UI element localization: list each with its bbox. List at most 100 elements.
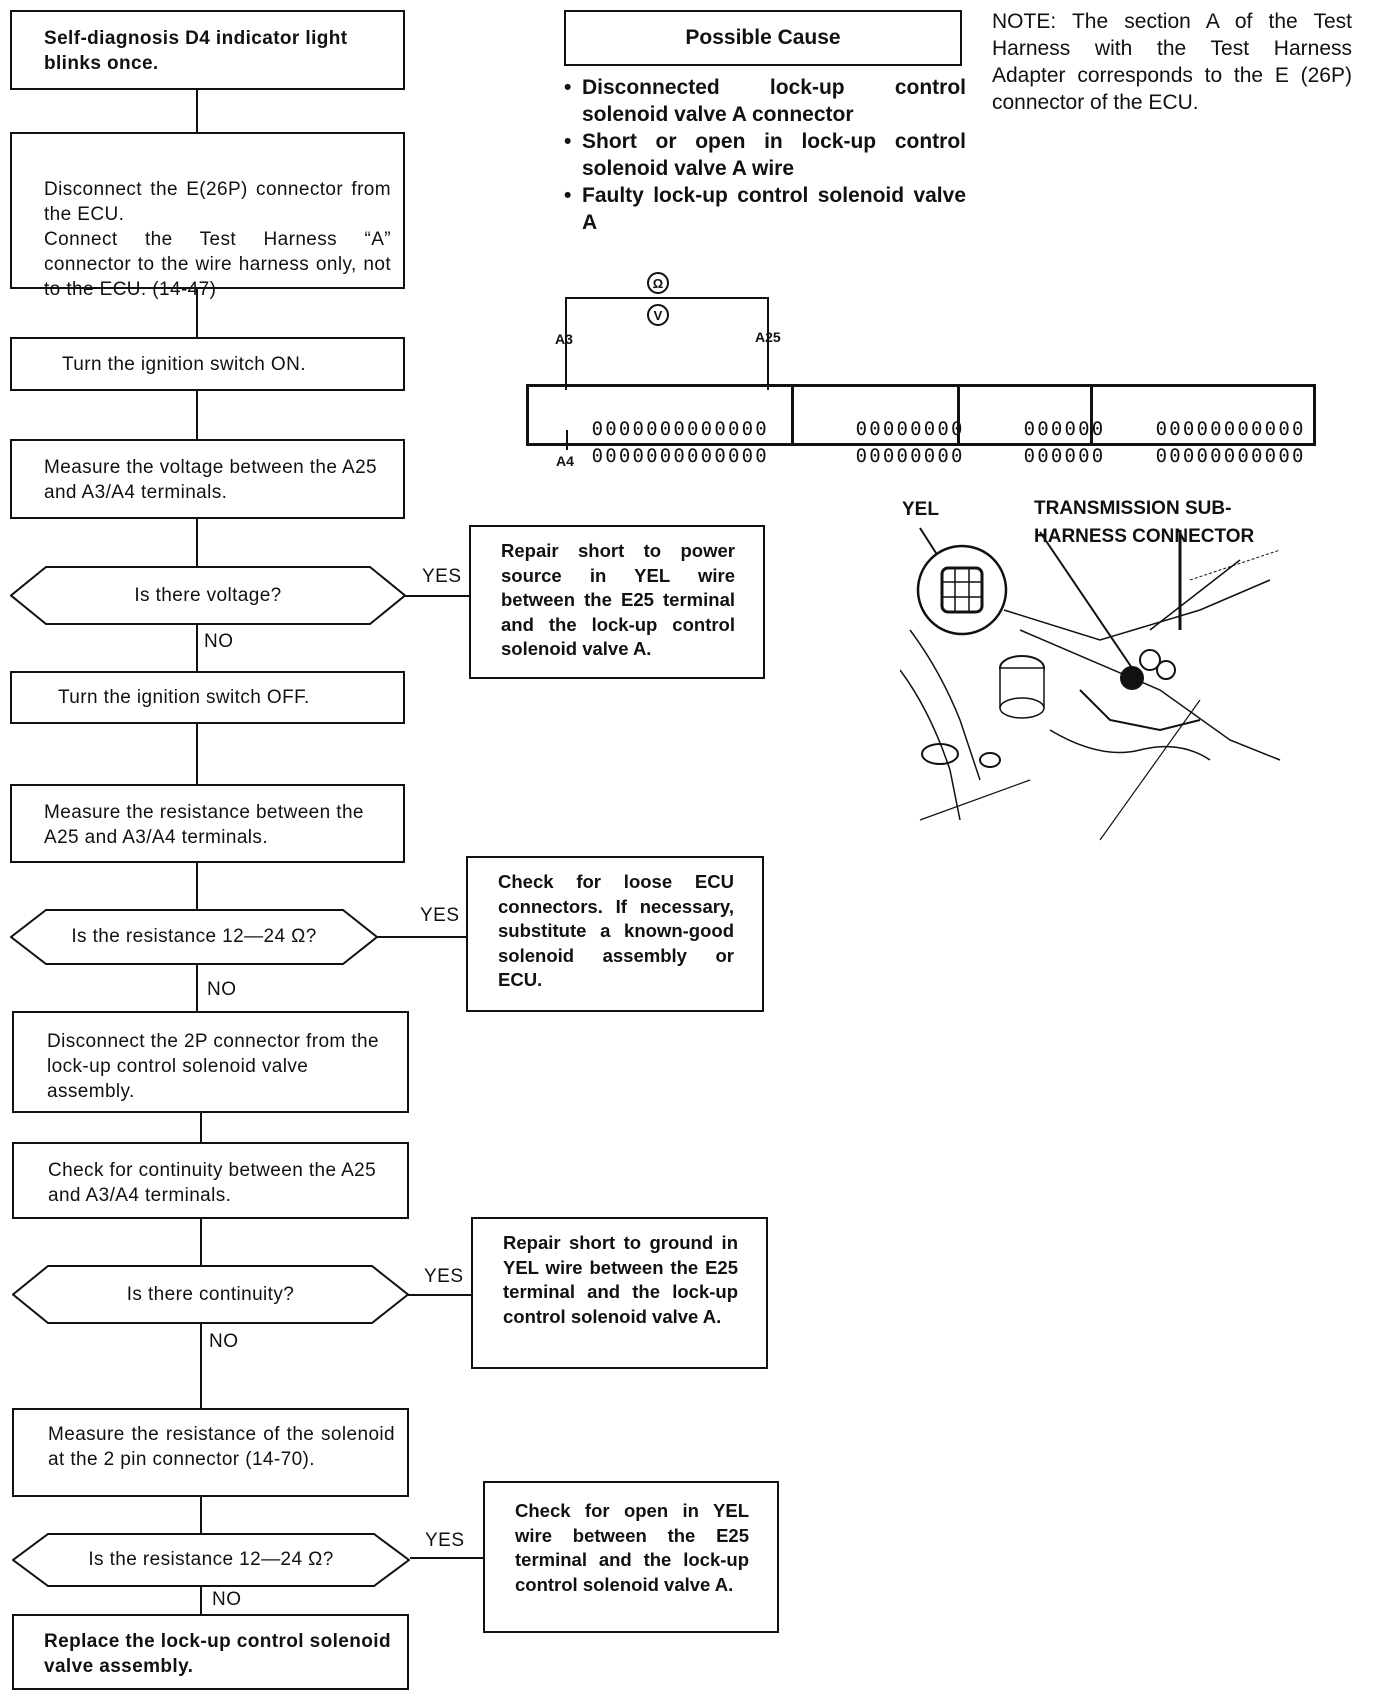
yes-connector-line <box>376 936 466 938</box>
flow-line <box>200 1113 202 1142</box>
repair-short-ground-box: Repair short to ground in YEL wire betwe… <box>471 1217 768 1369</box>
decision-resistance-1: Is the resistance 12—24 Ω? <box>10 909 378 965</box>
ignition-off-text: Turn the ignition switch OFF. <box>58 687 310 708</box>
check-open-text: Check for open in YEL wire between the E… <box>515 1500 749 1595</box>
disconnect-ecu-text: Disconnect the E(26P) connector from the… <box>44 179 391 300</box>
repair-short-ground-text: Repair short to ground in YEL wire betwe… <box>503 1232 738 1327</box>
decision-shape <box>10 566 406 625</box>
flow-line <box>196 90 198 132</box>
ignition-off-box: Turn the ignition switch OFF. <box>10 671 405 724</box>
measure-resistance-box: Measure the resistance between the A25 a… <box>10 784 405 863</box>
ecu-connector-e26p: 0000000000000 0000000000000 00000000 000… <box>526 384 1316 467</box>
ignition-on-box: Turn the ignition switch ON. <box>10 337 405 391</box>
flow-line <box>196 625 198 671</box>
pin-group: 00000000 <box>855 418 965 440</box>
decision-resistance-2: Is the resistance 12—24 Ω? <box>12 1533 410 1587</box>
disconnect-2p-text: Disconnect the 2P connector from the loc… <box>47 1031 379 1102</box>
pin-group: 00000000000 <box>1155 445 1306 467</box>
replace-box: Replace the lock-up control solenoid val… <box>12 1614 409 1690</box>
decision-resistance-1-text: Is the resistance 12—24 Ω? <box>71 926 317 947</box>
ignition-on-text: Turn the ignition switch ON. <box>62 354 306 375</box>
check-continuity-box: Check for continuity between the A25 and… <box>12 1142 409 1219</box>
no-label: NO <box>204 631 234 652</box>
pin-group: 0000000000000 <box>591 418 769 440</box>
check-open-box: Check for open in YEL wire between the E… <box>483 1481 779 1633</box>
pin-row-bottom: 0000000000000 <box>537 417 769 495</box>
ohmmeter-icon: Ω <box>647 272 669 294</box>
disconnect-ecu-box: Disconnect the E(26P) connector from the… <box>10 132 405 300</box>
possible-cause-list: Disconnected lock-up control solenoid va… <box>564 74 966 236</box>
pin-row-bottom: 000000 <box>969 417 1105 495</box>
pin-row-top: 000000 <box>969 390 1105 468</box>
flow-line <box>196 863 198 909</box>
pin-group: 0000000000000 <box>591 445 769 467</box>
flow-line <box>200 1587 202 1614</box>
connector-label: TRANSMISSION SUB- HARNESS CONNECTOR <box>1034 498 1255 547</box>
decision-continuity: Is there continuity? <box>12 1265 409 1324</box>
pin-group: 00000000000 <box>1155 418 1306 440</box>
yes-label: YES <box>422 566 462 587</box>
voltmeter-icon: V <box>647 304 669 326</box>
meter-wiring <box>565 297 769 390</box>
decision-continuity-text: Is there continuity? <box>126 1283 295 1305</box>
pin-row-top: 00000000 <box>801 390 965 468</box>
pin-group: 00000000 <box>855 445 965 467</box>
yes-label: YES <box>424 1266 464 1287</box>
yes-connector-line <box>408 1294 471 1296</box>
cause-item: Short or open in lock-up control solenoi… <box>564 128 966 182</box>
pin-row-bottom: 00000000000 <box>1101 417 1306 495</box>
measure-solenoid-box: Measure the resistance of the solenoid a… <box>12 1408 409 1497</box>
flow-line <box>196 965 198 1011</box>
terminal-label-a25: A25 <box>755 329 781 345</box>
decision-shape <box>12 1265 409 1324</box>
possible-cause-title: Possible Cause <box>564 10 962 66</box>
pin-group: 000000 <box>1023 445 1106 467</box>
measure-resistance-text: Measure the resistance between the A25 a… <box>44 802 364 848</box>
start-text: Self-diagnosis D4 indicator light blinks… <box>44 28 348 74</box>
pin-row-bottom: 00000000 <box>801 417 965 495</box>
pin-group: 000000 <box>1023 418 1106 440</box>
cause-item: Faulty lock-up control solenoid valve A <box>564 182 966 236</box>
flow-line <box>200 1324 202 1408</box>
pin-row-top: 0000000000000 <box>537 390 769 468</box>
no-label: NO <box>207 979 237 1000</box>
decision-shape <box>12 1533 410 1587</box>
note-text: NOTE: The section A of the Test Harness … <box>992 10 1352 114</box>
terminal-label-a3: A3 <box>555 331 573 347</box>
check-loose-ecu-box: Check for loose ECU connectors. If neces… <box>466 856 764 1012</box>
engine-bay-illustration <box>900 527 1281 841</box>
connector-divider <box>957 387 960 443</box>
a4-lead <box>566 430 568 450</box>
yes-label: YES <box>425 1530 465 1551</box>
disconnect-2p-box: Disconnect the 2P connector from the loc… <box>12 1011 409 1113</box>
measure-solenoid-text: Measure the resistance of the solenoid a… <box>48 1424 395 1470</box>
flow-line <box>196 724 198 784</box>
decision-resistance-2-text: Is the resistance 12—24 Ω? <box>88 1549 334 1570</box>
flow-line <box>196 391 198 439</box>
check-continuity-text: Check for continuity between the A25 and… <box>48 1160 377 1206</box>
repair-short-power-text: Repair short to power source in YEL wire… <box>501 540 735 659</box>
yes-connector-line <box>410 1557 483 1559</box>
pin-row-top: 00000000000 <box>1101 390 1306 468</box>
measure-voltage-text: Measure the voltage between the A25 and … <box>44 457 378 503</box>
flow-line <box>196 519 198 566</box>
yes-connector-line <box>405 595 469 597</box>
flow-line <box>196 289 198 337</box>
start-box: Self-diagnosis D4 indicator light blinks… <box>10 10 405 90</box>
replace-text: Replace the lock-up control solenoid val… <box>44 1631 391 1677</box>
check-loose-ecu-text: Check for loose ECU connectors. If neces… <box>498 871 734 990</box>
decision-shape <box>10 909 378 965</box>
yel-label: YEL <box>902 499 939 520</box>
connector-divider <box>791 387 794 443</box>
measure-voltage-box: Measure the voltage between the A25 and … <box>10 439 405 519</box>
flow-line <box>200 1219 202 1265</box>
yes-label: YES <box>420 905 460 926</box>
flow-line <box>200 1497 202 1533</box>
terminal-label-a4: A4 <box>556 453 574 469</box>
no-label: NO <box>209 1331 239 1352</box>
no-label: NO <box>212 1589 242 1610</box>
volt-symbol: V <box>653 307 663 323</box>
cause-item: Disconnected lock-up control solenoid va… <box>564 74 966 128</box>
decision-voltage: Is there voltage? <box>10 566 406 625</box>
ohm-symbol: Ω <box>652 275 664 291</box>
